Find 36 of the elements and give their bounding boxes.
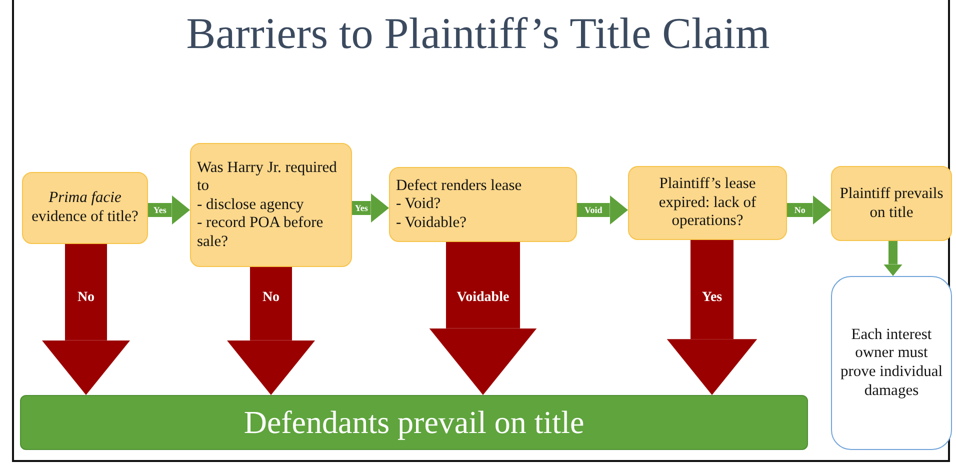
edge-label: No	[794, 205, 806, 215]
block-arrow	[429, 242, 537, 395]
arrow	[352, 193, 389, 223]
edge-label: No	[77, 290, 95, 306]
node-text: Plaintiff’s lease expired: lack of operations?	[658, 175, 758, 231]
arrow	[148, 195, 190, 225]
node-text: Was Harry Jr. required to	[197, 158, 338, 196]
node-text: Defendants prevail on title	[244, 403, 584, 442]
edge-label: Void	[584, 205, 602, 215]
edge-label: No	[262, 290, 280, 306]
node-text: Defect renders lease	[396, 176, 523, 196]
block-arrow	[42, 244, 130, 395]
node-text: Prima facie evidence of title?	[30, 189, 140, 227]
outcome-bar	[20, 395, 808, 450]
decision-box	[22, 172, 148, 244]
list-item: - Voidable?	[396, 214, 468, 232]
note-box	[831, 276, 952, 450]
list-item: - disclose agency	[197, 196, 305, 214]
arrow	[884, 241, 902, 276]
list-item: - Void?	[396, 195, 442, 214]
title: Barriers to Plaintiff’s Title Claim	[185, 8, 771, 59]
decision-box	[628, 166, 787, 240]
list-item: - record POA before sale?	[197, 214, 324, 252]
decision-box	[831, 166, 952, 241]
edge-label: Voidable	[456, 290, 510, 306]
decision-box	[389, 167, 577, 242]
edge-label: Yes	[702, 290, 722, 306]
node-text: Each interest owner must prove individual damages	[839, 326, 944, 400]
decision-box	[190, 143, 352, 267]
edge-label: Yes	[354, 203, 368, 213]
arrow	[787, 195, 831, 225]
edge-label: Yes	[153, 205, 166, 215]
block-arrow	[666, 240, 758, 395]
arrow	[577, 195, 628, 225]
node-text: Plaintiff prevails on title	[838, 184, 944, 222]
block-arrow	[226, 267, 316, 395]
